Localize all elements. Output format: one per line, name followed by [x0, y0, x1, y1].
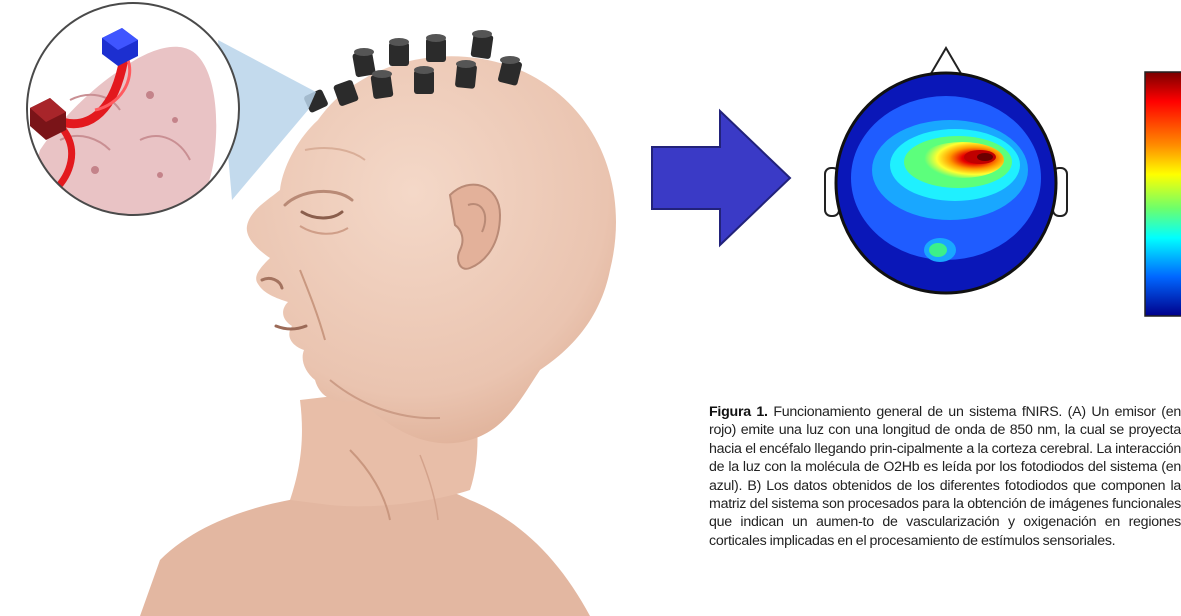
figure-caption: Figura 1. Funcionamiento general de un s…: [709, 403, 1181, 550]
optode-icon: [414, 66, 434, 94]
optode-icon: [426, 34, 446, 62]
right-arrow-icon: [652, 111, 790, 245]
color-scale-icon: [1145, 72, 1181, 316]
optode-icon: [470, 30, 493, 59]
optode-icon: [370, 70, 393, 99]
caption-lead: Figura 1.: [709, 404, 768, 420]
zoom-inset: [27, 3, 239, 220]
optode-icon: [455, 60, 477, 89]
caption-text: Funcionamiento general de un sistema fNI…: [709, 404, 1181, 549]
head-map-icon: [825, 48, 1070, 300]
optode-icon: [389, 38, 409, 66]
